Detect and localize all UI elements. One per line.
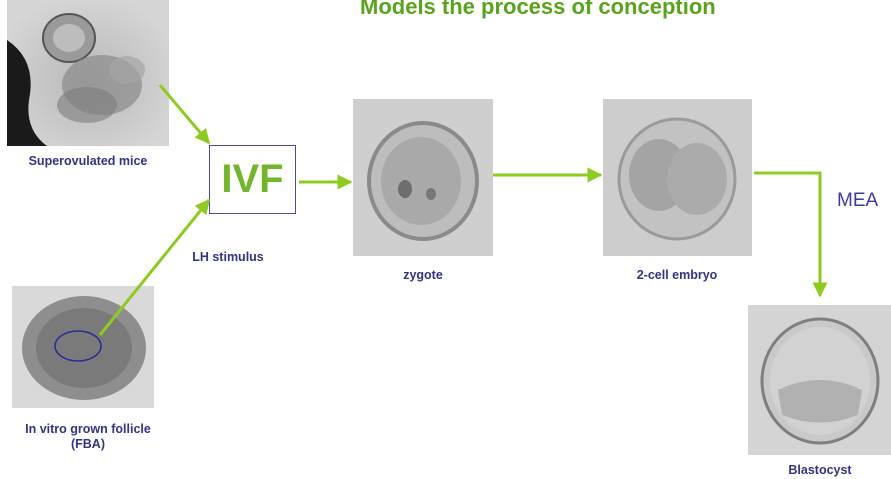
arrow-2cell-to-blastocyst bbox=[754, 173, 820, 296]
two-cell-embryo-photo bbox=[603, 99, 752, 256]
caption-zygote: zygote bbox=[373, 268, 473, 283]
caption-follicle: In vitro grown follicle (FBA) bbox=[0, 422, 176, 452]
caption-blastocyst: Blastocyst bbox=[760, 463, 880, 478]
zygote-photo bbox=[353, 99, 493, 256]
caption-lh-stimulus: LH stimulus bbox=[178, 250, 278, 265]
mea-label: MEA bbox=[837, 190, 878, 212]
follicle-photo bbox=[12, 286, 154, 408]
caption-superovulated-mice: Superovulated mice bbox=[0, 154, 176, 169]
caption-follicle-line2: (FBA) bbox=[0, 437, 176, 452]
superovulated-mice-photo bbox=[7, 0, 169, 146]
ivf-box: IVF bbox=[209, 145, 296, 214]
caption-2-cell-embryo: 2-cell embryo bbox=[612, 268, 742, 283]
slide-title: Models the process of conception bbox=[360, 0, 891, 20]
caption-follicle-line1: In vitro grown follicle bbox=[0, 422, 176, 437]
blastocyst-photo bbox=[748, 305, 891, 455]
